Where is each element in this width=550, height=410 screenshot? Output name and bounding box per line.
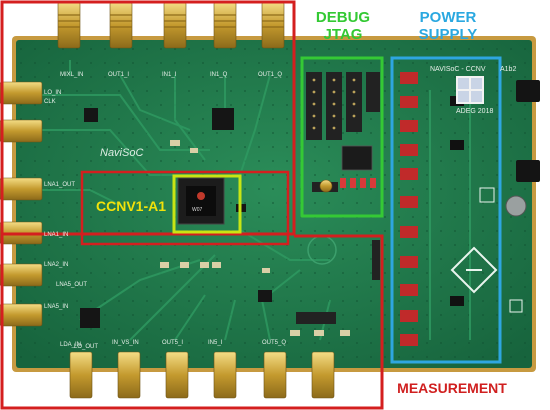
pin-header bbox=[296, 72, 380, 324]
pin-label: LO_IN bbox=[44, 90, 62, 96]
navisoc-logo-text: NaviSoC bbox=[100, 147, 144, 159]
sma-connector-icon bbox=[0, 81, 43, 327]
board-copyright: ADEG 2018 bbox=[456, 108, 494, 115]
pin-label: LO_OUT bbox=[74, 344, 99, 350]
measurement-label: MEASUREMENT bbox=[397, 380, 507, 396]
chip-icon bbox=[80, 108, 272, 328]
battery-cell bbox=[505, 195, 527, 217]
pin-label: LNA2_IN bbox=[44, 262, 69, 268]
sma-connector-icon bbox=[69, 351, 335, 399]
debug-label-line1: DEBUG bbox=[315, 9, 371, 26]
debug-box bbox=[300, 56, 384, 218]
pin-label: IN1_Q bbox=[210, 72, 228, 78]
regulator bbox=[400, 72, 418, 346]
pin-label: LNA1_OUT bbox=[44, 182, 76, 188]
pin-label: LNA1_IN bbox=[44, 232, 69, 238]
power-box bbox=[390, 56, 502, 364]
pin-label: LDA_IN bbox=[60, 342, 82, 348]
measurement-box-bottom bbox=[0, 234, 384, 410]
power-label-line2: SUPPLY bbox=[418, 26, 478, 43]
chip-label: CCNV1-A1 bbox=[96, 198, 167, 214]
pin-label: CLK bbox=[44, 99, 56, 105]
chip-icon bbox=[341, 145, 373, 171]
pin-label: OUT1_Q bbox=[258, 72, 283, 78]
measurement-box-top bbox=[0, 0, 296, 236]
pin-label: MIXL_IN bbox=[60, 72, 84, 78]
capacitor-icon bbox=[160, 140, 350, 336]
pin-label: IN1_I bbox=[162, 72, 177, 78]
chip-marking: W07 bbox=[192, 207, 203, 213]
antenna-logo-icon bbox=[450, 246, 498, 294]
pin-label: LNA5_OUT bbox=[56, 282, 88, 288]
adeg-logo-icon bbox=[456, 76, 484, 104]
chip-box bbox=[172, 174, 242, 234]
pin-label: OUT5_Q bbox=[262, 340, 287, 346]
power-jack bbox=[516, 80, 540, 182]
pin-label: OUT5_I bbox=[162, 340, 184, 346]
board-revision: A1b2 bbox=[500, 66, 517, 73]
sma-connector-icon bbox=[57, 1, 285, 49]
pin-label: IN5_I bbox=[208, 340, 223, 346]
debug-jtag-label: DEBUG JTAG bbox=[308, 9, 378, 43]
measurement-inner-box bbox=[80, 170, 290, 246]
pin-label: OUT1_I bbox=[108, 72, 130, 78]
power-supply-label: POWER SUPPLY bbox=[405, 9, 491, 43]
pin-label: LNA5_IN bbox=[44, 304, 69, 310]
debug-label-line2: JTAG bbox=[323, 26, 363, 43]
power-label-line1: POWER bbox=[419, 9, 477, 26]
pcb-traces bbox=[40, 60, 471, 341]
pin-label: IN_VS_IN bbox=[112, 340, 139, 346]
board-name: NAVISoC - CCNV bbox=[430, 66, 486, 73]
